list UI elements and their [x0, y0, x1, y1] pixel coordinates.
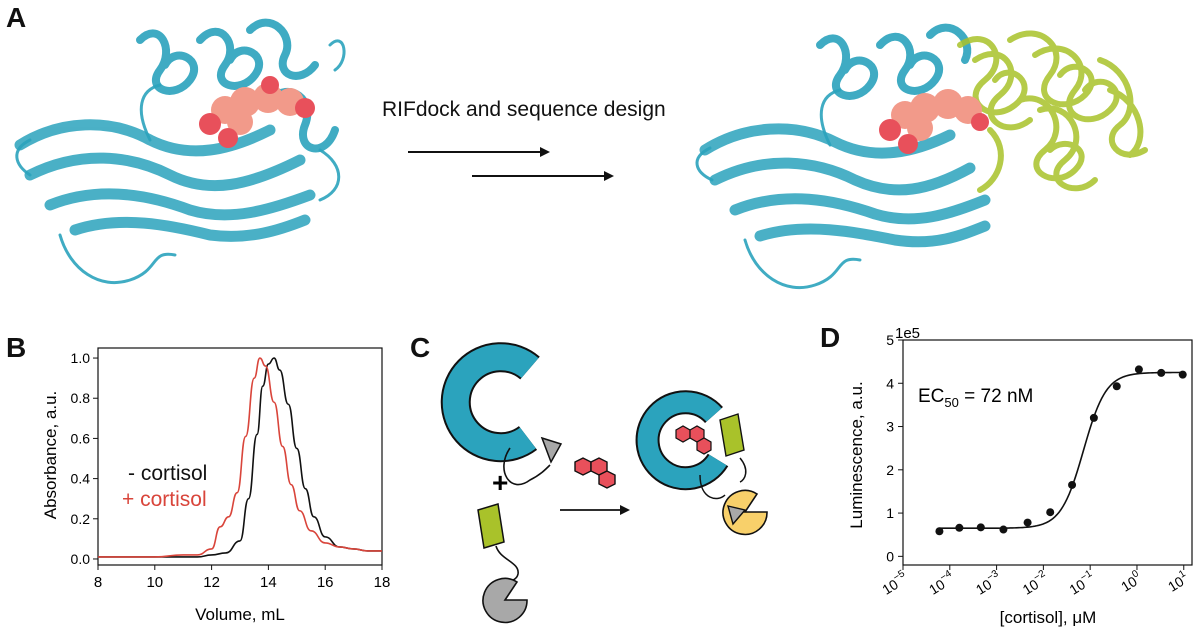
data-point	[935, 527, 944, 536]
arrow-icon	[408, 147, 614, 181]
plus-sign: +	[492, 467, 508, 498]
y-tick-label: 3	[886, 419, 894, 435]
chart-b-ylabel: Absorbance, a.u.	[41, 391, 60, 520]
legend-plus-cortisol: + cortisol	[122, 488, 207, 511]
y-tick-label: 0.6	[71, 430, 91, 446]
y-tick-label: 1.0	[71, 350, 91, 366]
reaction-arrow-icon	[560, 505, 630, 515]
legend-minus-cortisol: - cortisol	[128, 462, 207, 485]
x-tick-label: 12	[203, 574, 220, 591]
ec50-annotation: EC50 = 72 nM	[918, 386, 1033, 410]
series-line-minus-cortisol	[98, 357, 382, 558]
protein-structure-right	[695, 23, 991, 290]
x-tick-label: 18	[374, 574, 391, 591]
data-point	[1023, 518, 1032, 527]
chart-d-ylabel: Luminescence, a.u.	[847, 381, 866, 528]
cortisol-ligand-left	[199, 76, 315, 148]
arrow-caption: RIFdock and sequence design	[382, 98, 666, 121]
sensor-c-shape-icon	[440, 342, 540, 463]
data-point	[955, 523, 964, 532]
designed-binder-helices	[957, 30, 1148, 193]
data-point	[1134, 365, 1143, 374]
x-tick-label: 16	[317, 574, 334, 591]
gray-luciferase-fragment-large-icon	[482, 577, 528, 624]
data-point	[976, 523, 985, 532]
x-tick-label: 100	[1117, 568, 1145, 595]
panel-d-label: D	[820, 322, 841, 353]
panel-a-label: A	[6, 2, 27, 33]
x-tick-label: 101	[1164, 568, 1192, 595]
cortisol-ligand-right	[879, 89, 989, 154]
x-tick-label: 10−4	[925, 568, 958, 598]
y-tick-label: 0.0	[71, 551, 91, 567]
y-tick-label: 0.8	[71, 390, 91, 406]
data-point	[1112, 382, 1121, 391]
x-tick-label: 10−5	[878, 568, 911, 598]
x-tick-label: 10−1	[1065, 568, 1098, 598]
chart-d-offset-text: 1e5	[895, 325, 920, 342]
x-tick-label: 10	[146, 574, 163, 591]
cortisol-molecule-icon	[574, 457, 616, 489]
y-tick-label: 1	[886, 505, 894, 521]
panel-c-assay-schematic: +	[440, 342, 768, 624]
series-line-plus-cortisol	[98, 357, 382, 558]
chart-d-frame	[902, 339, 1193, 566]
protein-structure-left	[14, 18, 346, 285]
y-tick-label: 5	[886, 332, 894, 348]
data-point	[1068, 480, 1077, 489]
chart-b-frame	[97, 347, 383, 566]
data-point	[1089, 413, 1098, 422]
data-point	[1178, 370, 1187, 379]
data-point	[999, 525, 1008, 534]
gray-luciferase-fragment-small-icon	[540, 436, 563, 464]
chart-b-xlabel: Volume, mL	[195, 605, 285, 624]
y-tick-label: 4	[886, 375, 894, 391]
binder-green-icon	[477, 503, 505, 549]
chart-b-sec-traces: 8 10 12 14 16 18 0.0 0.2 0.4 0.6 0.8 1.0 - cortisol…	[41, 347, 391, 624]
y-tick-label: 0.4	[71, 471, 91, 487]
chart-d-xlabel: [cortisol], μM	[1000, 608, 1097, 627]
panel-b-label: B	[6, 332, 27, 363]
panel-a-structures	[14, 18, 1148, 290]
data-point	[1157, 368, 1166, 377]
y-tick-label: 0	[886, 548, 894, 564]
y-tick-label: 0.2	[71, 511, 91, 527]
x-tick-label: 14	[260, 574, 277, 591]
panel-c-label: C	[410, 332, 431, 363]
y-tick-label: 2	[886, 462, 894, 478]
assembled-complex-icon	[635, 390, 768, 536]
data-point	[1046, 508, 1055, 517]
x-tick-label: 10−3	[972, 568, 1005, 598]
x-tick-label: 10−2	[1019, 568, 1052, 598]
x-tick-label: 8	[94, 574, 102, 591]
